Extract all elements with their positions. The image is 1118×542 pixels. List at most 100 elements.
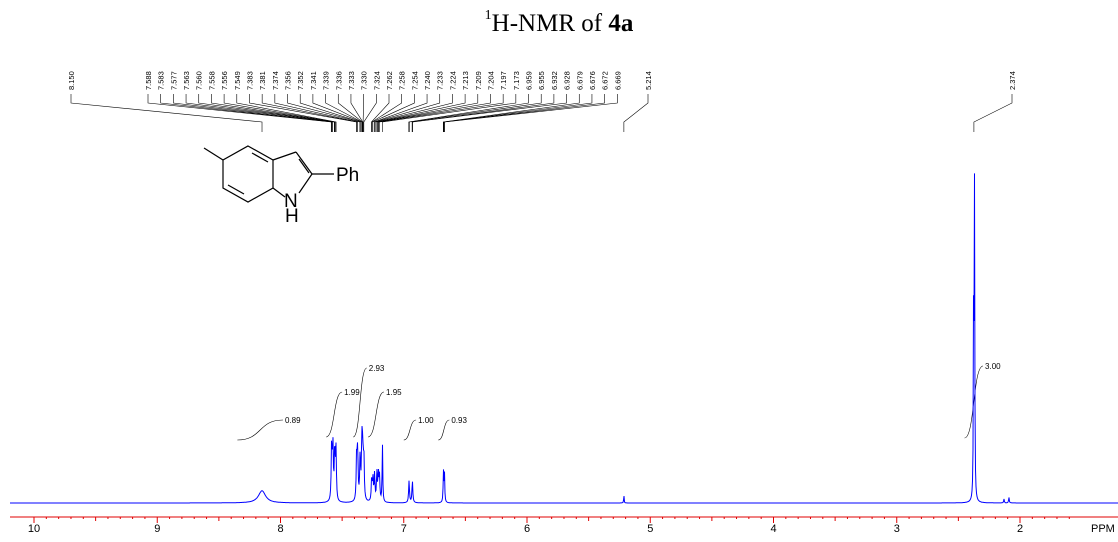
peak-shift-label: 5.214 [644,71,653,90]
peak-label-connector [261,94,358,132]
peak-shift-label: 7.558 [207,71,216,90]
x-tick-label: 5 [647,523,653,535]
peak-label-connector [223,94,336,132]
peak-label-connector [362,94,364,132]
integral-value: 1.95 [386,388,402,397]
pyrrole-bond-1 [272,151,297,161]
inner-double-bond-2 [227,184,245,195]
molecule-structure: Ph N H [203,145,359,227]
peak-label-connector [236,94,337,132]
title-superscript: 1 [484,7,492,23]
peak-label-connector [198,94,336,132]
peak-shift-label: 7.374 [271,71,280,90]
peak-shift-label: 6.928 [563,71,572,90]
peak-shift-label: 7.583 [157,71,166,90]
inner-double-bond-1 [251,152,269,163]
peak-shift-label: 6.672 [601,71,610,90]
methyl-bond [203,147,224,161]
peak-shift-label: 7.341 [309,71,318,90]
peak-shift-label: 7.254 [410,71,419,90]
peak-shift-label: 7.588 [144,71,153,90]
peak-label-connector [147,94,332,132]
nitrogen-label: N [284,191,298,212]
peak-label-connector [443,94,593,132]
peak-label-connector [375,94,453,132]
peak-shift-label: 7.556 [220,71,229,90]
chart-title: 1H-NMR of 4a [0,7,1118,38]
peak-shift-label: 7.336 [334,71,343,90]
integral-value: 0.89 [285,416,301,425]
peak-label-connector [363,94,377,132]
peak-label-connector [371,94,402,132]
peak-shift-label: 7.330 [360,71,369,90]
x-tick-label: 3 [894,523,900,535]
peak-label-connector [325,94,363,132]
peak-label-connector [378,94,491,132]
peak-label-connector [408,94,529,132]
peak-shift-label: 7.209 [474,71,483,90]
integral-value: 3.00 [985,362,1001,371]
peak-shift-label: 7.352 [296,71,305,90]
peak-label-connector [173,94,333,132]
integral-value: 1.99 [344,388,360,397]
title-compound: 4a [608,10,634,37]
peak-shift-label: 7.224 [448,71,457,90]
ph-label: Ph [336,165,359,186]
peak-label-connector [382,94,517,132]
peak-shift-label: 7.560 [195,71,204,90]
peak-label-connector [312,94,363,132]
peak-label-connector [185,94,335,132]
peak-shift-label: 7.577 [169,71,178,90]
integral-curve [964,365,984,439]
x-tick-label: 10 [28,523,40,535]
peak-label-connector [408,94,542,132]
peak-shift-label: 7.173 [512,71,521,90]
integral-curve [367,391,385,438]
x-tick-label: 7 [401,523,407,535]
x-tick-label: 8 [277,523,283,535]
benzene-ring [222,145,274,203]
peak-label-connector [377,94,479,132]
peak-label-connector [373,94,428,132]
peak-shift-label: 7.324 [372,71,381,90]
peak-shift-label: 6.959 [525,71,534,90]
x-tick-label: 2 [1017,523,1023,535]
integral-curve [403,419,417,441]
x-tick-label: 9 [154,523,160,535]
peak-label-connector [443,94,605,132]
peak-shift-label: 7.240 [423,71,432,90]
title-text: H-NMR of [491,10,609,37]
peak-label-connector [377,94,466,132]
peak-label-connector [973,94,1013,132]
pyrrole-bond-4 [272,187,286,198]
peak-label-connector [371,94,390,132]
peak-shift-label: 7.233 [436,71,445,90]
peak-shift-label: 7.213 [461,71,470,90]
peak-shift-label: 7.204 [486,71,495,90]
peak-shift-label: 7.383 [245,71,254,90]
peak-label-connector [287,94,361,132]
integral-curve [438,419,450,441]
peak-label-connector [411,94,555,132]
peak-shift-label: 6.679 [575,71,584,90]
peak-shift-label: 7.381 [258,71,267,90]
integral-value: 1.00 [418,416,434,425]
integral-curve [325,391,343,438]
peak-label-connectors [70,94,1013,132]
peak-label-connector [299,94,361,132]
pyrrole-double-bond [298,158,310,174]
peak-shift-label: 7.333 [347,71,356,90]
peak-label-connector [274,94,358,132]
peak-shift-label: 2.374 [1008,71,1017,90]
peak-label-connector [337,94,363,132]
x-tick-label: 4 [770,523,776,535]
peak-shift-label: 6.932 [550,71,559,90]
pyrrole-bond-2 [295,151,313,175]
pyrrole-bond-3 [298,173,313,194]
peak-shift-label: 8.150 [67,71,76,90]
peak-label-connector [444,94,618,132]
